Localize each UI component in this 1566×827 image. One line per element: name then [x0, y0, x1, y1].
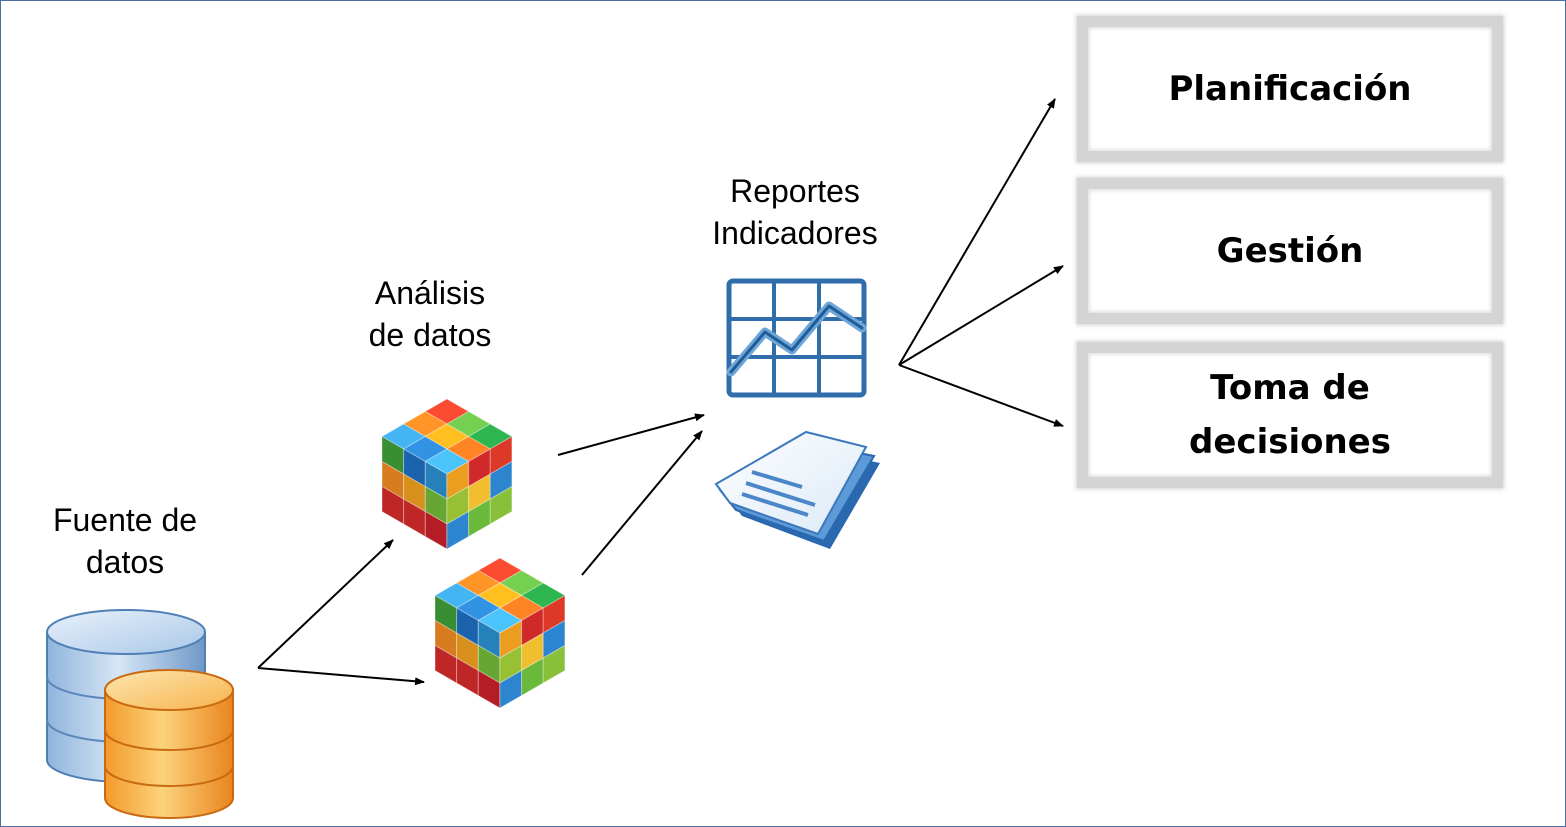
arrow-cube-bottom-to-reports: [581, 430, 703, 576]
database-icon: [46, 609, 234, 819]
arrow-reports-to-management: [898, 265, 1064, 366]
arrow-source-to-cube-top: [257, 539, 394, 669]
management-text: Gestión: [1216, 231, 1364, 271]
decisions-text-line-1: Toma de: [1210, 368, 1370, 408]
decisions-text-line-2: decisiones: [1189, 422, 1391, 462]
decisions-text: Toma de decisiones: [1189, 361, 1391, 469]
reports-label-line-2: Indicadores: [712, 215, 878, 251]
arrow-reports-to-planning: [898, 98, 1056, 366]
olap-cube-icon: [434, 557, 566, 709]
source-label-line-2: datos: [85, 544, 165, 580]
analysis-label: Análisis de datos: [340, 272, 520, 356]
analysis-label-line-1: Análisis: [374, 275, 486, 311]
planning-box: Planificación: [1077, 16, 1503, 162]
arrow-reports-to-decisions: [898, 364, 1064, 427]
reports-label-line-1: Reportes: [730, 173, 860, 209]
management-box: Gestión: [1077, 178, 1503, 324]
flow-arrows: [257, 98, 1064, 686]
arrow-source-to-cube-bottom: [257, 667, 425, 686]
analysis-label-line-2: de datos: [368, 317, 492, 353]
report-document-icon: [714, 430, 880, 549]
source-label: Fuente de datos: [40, 499, 210, 583]
decisions-box: Toma de decisiones: [1077, 342, 1503, 488]
planning-text: Planificación: [1168, 69, 1412, 109]
olap-cube-icon: [381, 398, 513, 550]
line-chart-grid-icon: [726, 278, 867, 398]
arrow-cube-top-to-reports: [557, 413, 705, 456]
reports-label: Reportes Indicadores: [690, 170, 900, 254]
source-label-line-1: Fuente de: [52, 502, 198, 538]
